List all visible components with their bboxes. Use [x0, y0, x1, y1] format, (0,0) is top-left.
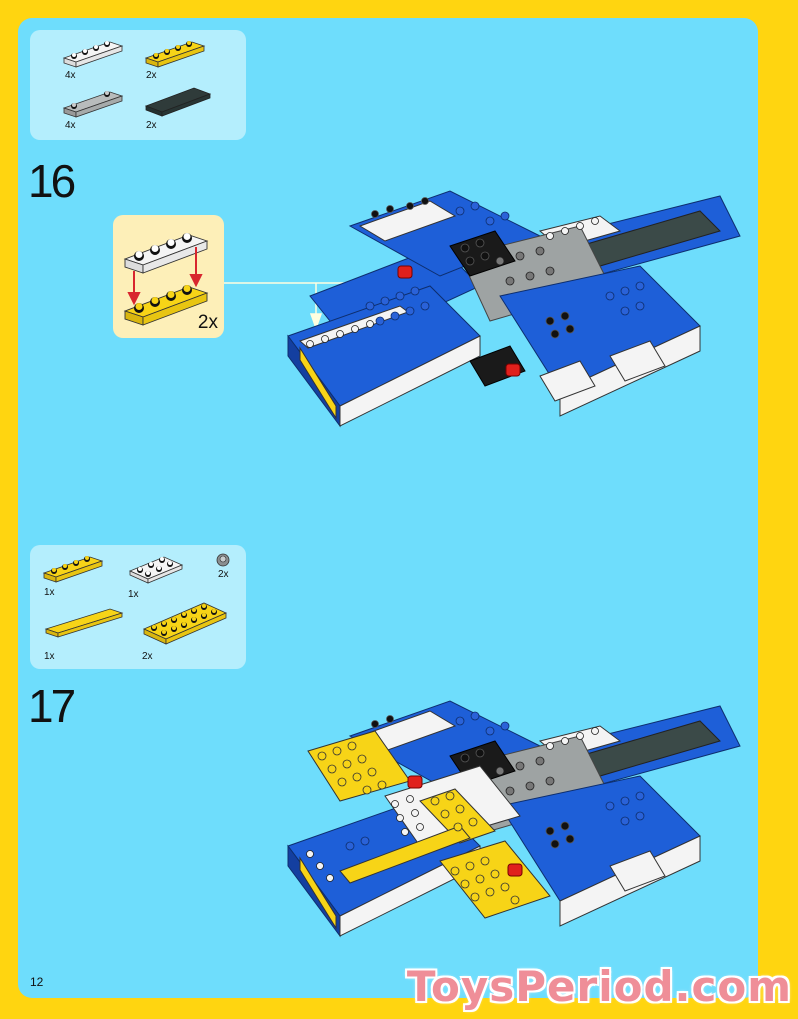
dark-gray-tile-2x4-icon	[144, 87, 212, 117]
down-arrow-icon	[127, 247, 203, 306]
yellow-plate-2x6-icon	[143, 602, 227, 645]
yellow-tile-1x6-icon	[44, 608, 124, 638]
part-qty: 2x	[146, 120, 157, 131]
subassembly-callout-step-16: 2x	[113, 215, 224, 338]
part-qty: 4x	[65, 70, 76, 81]
model-illustration-step-16	[287, 190, 741, 428]
step-number-16: 16	[28, 155, 76, 207]
gray-round-plate-1x1-icon	[216, 553, 230, 567]
parts-list-step-17: 1x 1x 2x 1x	[30, 545, 246, 669]
gray-plate-1x4-two-studs-icon	[62, 91, 124, 118]
part-qty: 2x	[218, 569, 229, 580]
page-number: 12	[30, 975, 44, 989]
subassembly-illustration	[123, 233, 209, 326]
watermark: ToysPeriod.com	[406, 962, 792, 1011]
parts-list-step-16: 4x 2x 4x 2x	[30, 30, 246, 140]
part-qty: 4x	[65, 120, 76, 131]
subassembly-qty: 2x	[197, 312, 218, 333]
white-plate-1x4-icon	[62, 41, 124, 68]
part-qty: 2x	[142, 651, 153, 662]
model-illustration-step-17	[287, 700, 741, 938]
part-qty: 1x	[44, 651, 55, 662]
step-number-17: 17	[28, 680, 76, 732]
part-qty: 1x	[44, 587, 55, 598]
part-qty: 1x	[128, 589, 139, 600]
part-qty: 2x	[146, 70, 157, 81]
yellow-plate-1x4-icon	[144, 41, 206, 68]
yellow-plate-1x4-icon	[42, 556, 104, 583]
instruction-page: 4x 2x 4x 2x 16	[18, 18, 758, 998]
white-plate-2x3-icon	[128, 556, 184, 584]
